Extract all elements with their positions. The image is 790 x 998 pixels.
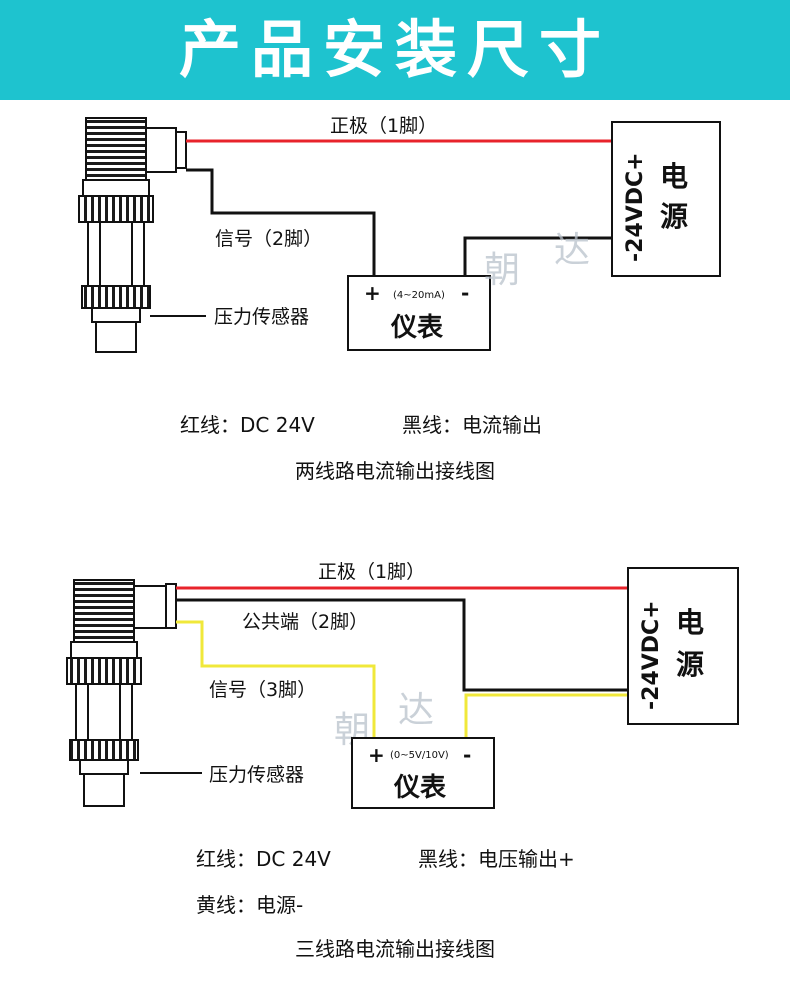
psu-char2-2: 源	[676, 648, 704, 681]
sensor-label-1: 压力传感器	[214, 306, 309, 328]
sensor-label-2: 压力传感器	[209, 764, 304, 786]
meter-name-2: 仪表	[393, 773, 447, 803]
black-note-2: 黑线：电压输出+	[418, 847, 575, 871]
yellow-wire-signal-2	[176, 620, 376, 738]
red-note-1: 红线：DC 24V	[180, 413, 315, 437]
positive-label-1: 正极（1脚）	[330, 115, 437, 137]
banner-title: 产品安装尺寸	[178, 13, 611, 86]
watermark-char2-2: 达	[398, 690, 434, 731]
yellow-wire-return-2	[464, 693, 628, 738]
psu-char1-1: 电	[660, 160, 688, 193]
title-banner	[0, 0, 790, 100]
black-wire-2	[176, 598, 628, 692]
red-note-2: 红线：DC 24V	[196, 847, 331, 871]
power-supply-2: -24VDC+ 电 源	[627, 567, 739, 725]
power-supply-1: -24VDC+ 电 源	[611, 121, 721, 277]
watermark-char2-1: 达	[554, 230, 590, 271]
signal-label-1: 信号（2脚）	[215, 228, 322, 250]
yellow-note-2: 黄线：电源-	[196, 893, 303, 917]
signal-label-2: 信号（3脚）	[209, 679, 316, 701]
caption-1: 两线路电流输出接线图	[295, 459, 495, 483]
pressure-sensor-1	[78, 117, 187, 353]
positive-label-2: 正极（1脚）	[318, 561, 425, 583]
meter-name-1: 仪表	[390, 313, 444, 343]
psu-voltage-1: -24VDC+	[623, 152, 648, 262]
black-note-1: 黑线：电流输出	[402, 413, 542, 437]
diagram-three-wire: 正极（1脚） 公共端（2脚） 信号（3脚） 压力传感器 朝 达 + (0~5V/…	[66, 561, 739, 961]
meter-plus-2: +	[368, 743, 385, 767]
black-wire-return-1	[463, 236, 612, 276]
meter-minus-1: -	[461, 281, 469, 305]
psu-voltage-2: -24VDC+	[639, 600, 664, 710]
psu-char1-2: 电	[676, 606, 704, 639]
diagram-two-wire: 正极（1脚） 信号（2脚） 压力传感器 + (4~20mA) - 仪表 -24V…	[78, 115, 721, 483]
meter-1: + (4~20mA) - 仪表	[347, 275, 491, 351]
meter-range-1: (4~20mA)	[393, 290, 445, 301]
meter-minus-2: -	[463, 743, 471, 767]
watermark-char1-1: 朝	[484, 250, 520, 291]
meter-range-2: (0~5V/10V)	[390, 750, 449, 761]
meter-plus-1: +	[364, 281, 381, 305]
black-wire-signal-1	[186, 168, 376, 276]
caption-2: 三线路电流输出接线图	[295, 937, 495, 961]
pressure-sensor-2	[66, 579, 177, 807]
psu-char2-1: 源	[660, 200, 688, 233]
common-label-2: 公共端（2脚）	[242, 611, 368, 633]
meter-2: + (0~5V/10V) - 仪表	[351, 737, 495, 809]
